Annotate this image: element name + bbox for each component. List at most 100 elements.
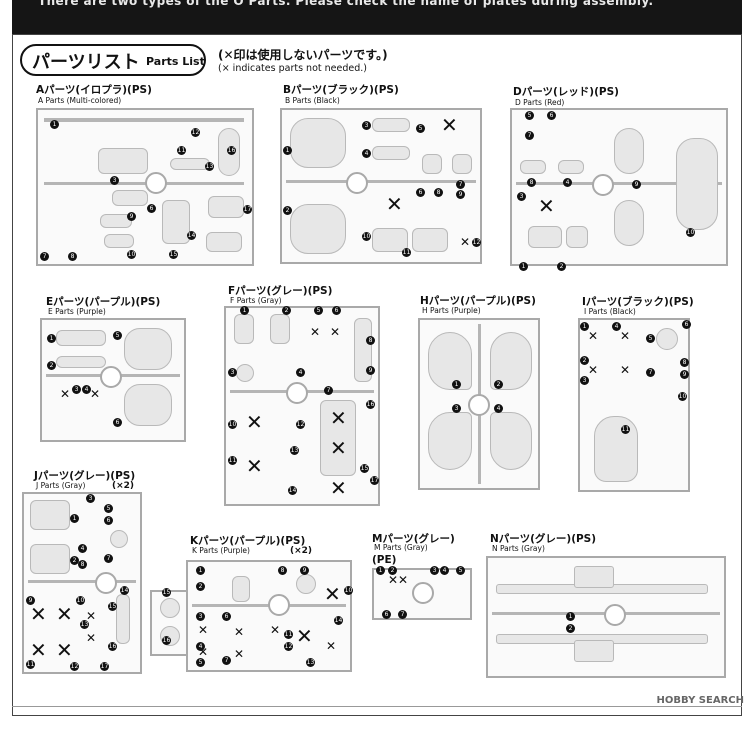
part-shape xyxy=(412,228,448,252)
unused-x-mark: ✕ xyxy=(198,645,209,659)
part-shape xyxy=(520,160,546,174)
part-number: 13 xyxy=(80,620,89,629)
part-number: 10 xyxy=(362,232,371,241)
part-number: 6 xyxy=(104,516,113,525)
part-number: 10 xyxy=(344,586,353,595)
part-shape xyxy=(574,640,614,662)
part-number: 4 xyxy=(612,322,621,331)
unused-x-mark: ✕ xyxy=(330,476,347,500)
part-number: 11 xyxy=(26,660,35,669)
sprue-j-title: Jパーツ(グレー) xyxy=(34,470,111,482)
part-number: 2 xyxy=(282,306,291,315)
unused-x-mark: ✕ xyxy=(56,602,73,626)
unused-x-mark: ✕ xyxy=(398,573,409,587)
unused-x-mark: ✕ xyxy=(620,329,631,343)
part-shape xyxy=(574,566,614,588)
part-shape xyxy=(104,234,134,248)
sprue-j-subtitle: J Parts (Gray) xyxy=(36,481,86,490)
part-number: 8 xyxy=(680,358,689,367)
part-number: 15 xyxy=(108,602,117,611)
sprue-k-multiplier: (×2) xyxy=(290,546,313,556)
part-number: 6 xyxy=(332,306,341,315)
part-number: 2 xyxy=(566,624,575,633)
page-frame xyxy=(12,34,742,716)
unused-x-mark: ✕ xyxy=(441,113,458,137)
part-number: 5 xyxy=(196,658,205,667)
part-shape xyxy=(676,138,718,230)
unused-x-mark: ✕ xyxy=(386,192,403,216)
unused-x-mark: ✕ xyxy=(270,623,281,637)
part-shape xyxy=(290,118,346,168)
part-number: 16 xyxy=(108,642,117,651)
sprue-e-title: Eパーツ(パープル) xyxy=(46,296,136,308)
sprue-k-title: Kパーツ(パープル) xyxy=(190,535,281,547)
part-number: 3 xyxy=(228,368,237,377)
sprue-n-title: Nパーツ(グレー) xyxy=(490,533,572,545)
sprue-d-title: Dパーツ(レッド) xyxy=(513,86,595,98)
sprue-h-suffix: (PS) xyxy=(511,295,536,307)
part-shape xyxy=(566,226,588,248)
part-number: 9 xyxy=(632,180,641,189)
part-number: 6 xyxy=(682,320,691,329)
part-number: 8 xyxy=(278,566,287,575)
part-number: 4 xyxy=(440,566,449,575)
part-number: 12 xyxy=(472,238,481,247)
unused-x-mark: ✕ xyxy=(86,609,97,623)
page-title-en: Parts List xyxy=(146,55,205,68)
unused-x-mark: ✕ xyxy=(310,325,321,339)
unused-x-mark: ✕ xyxy=(588,329,599,343)
part-number: 9 xyxy=(26,596,35,605)
part-number: 15 xyxy=(360,464,369,473)
unused-x-mark: ✕ xyxy=(246,454,263,478)
part-number: 1 xyxy=(47,334,56,343)
part-number: 16 xyxy=(366,400,375,409)
part-number: 1 xyxy=(50,120,59,129)
part-number: 12 xyxy=(296,420,305,429)
part-shape xyxy=(296,574,316,594)
banner-text: There are two types of the O Parts. Plea… xyxy=(38,0,654,8)
part-number: 3 xyxy=(580,376,589,385)
part-shape xyxy=(452,154,472,174)
sprue-i-title: Iパーツ(ブラック) xyxy=(582,296,669,308)
part-number: 17 xyxy=(243,205,252,214)
part-shape xyxy=(656,328,678,350)
part-shape xyxy=(232,576,250,602)
part-number: 2 xyxy=(388,566,397,575)
sprue-i-suffix: (PS) xyxy=(668,296,694,308)
part-number: 2 xyxy=(283,206,292,215)
part-number: 16 xyxy=(162,636,171,645)
part-number: 11 xyxy=(284,630,293,639)
sprue-gate xyxy=(412,582,434,604)
sprue-h-subtitle: H Parts (Purple) xyxy=(422,306,481,315)
sprue-a-subtitle: A Parts (Multi-colored) xyxy=(38,96,122,105)
part-shape xyxy=(320,400,356,476)
runner xyxy=(28,580,136,583)
sprue-a-suffix: (PS) xyxy=(127,84,152,96)
part-number: 4 xyxy=(494,404,503,413)
sprue-m-subtitle: M Parts (Gray) xyxy=(374,543,428,552)
sprue-j-multiplier: (×2) xyxy=(112,481,135,491)
part-number: 2 xyxy=(70,556,79,565)
part-shape xyxy=(56,356,106,368)
part-number: 11 xyxy=(402,248,411,257)
part-shape xyxy=(56,330,106,346)
part-number: 1 xyxy=(452,380,461,389)
part-shape xyxy=(528,226,562,248)
part-number: 9 xyxy=(366,366,375,375)
sprue-gate xyxy=(145,172,167,194)
part-number: 15 xyxy=(169,250,178,259)
part-shape xyxy=(98,148,148,174)
part-number: 3 xyxy=(196,612,205,621)
unused-x-mark: ✕ xyxy=(246,410,263,434)
part-number: 5 xyxy=(113,331,122,340)
sprue-d-subtitle: D Parts (Red) xyxy=(515,98,565,107)
part-number: 13 xyxy=(205,162,214,171)
part-shape xyxy=(422,154,442,174)
unused-x-mark: ✕ xyxy=(460,235,471,249)
sprue-i-subtitle: I Parts (Black) xyxy=(584,307,636,316)
part-shape xyxy=(160,598,180,618)
part-number: 10 xyxy=(127,250,136,259)
part-number: 3 xyxy=(517,192,526,201)
part-shape xyxy=(124,328,172,370)
sprue-h-title: Hパーツ(パープル) xyxy=(420,295,512,307)
